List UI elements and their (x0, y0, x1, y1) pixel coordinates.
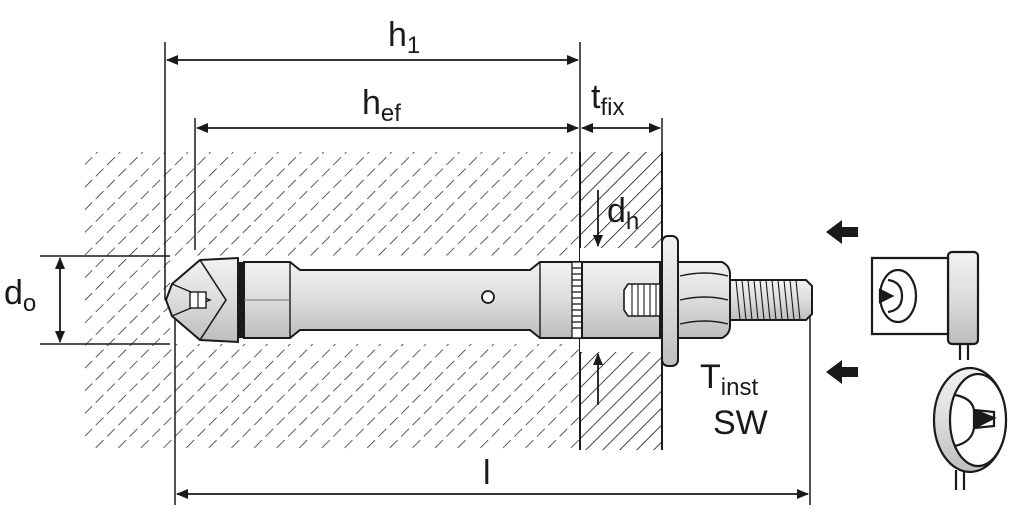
washer (661, 235, 679, 367)
hex-nut (677, 261, 731, 339)
socket-wrench-icon (870, 250, 980, 360)
dimension-lines (55, 55, 809, 499)
labels: h1 hef tfix dh do Tinst SW l (4, 16, 768, 492)
expansion-sleeve (243, 261, 581, 339)
extension-lines (40, 42, 811, 505)
arrow-left-icon (826, 360, 858, 384)
label-hef: hef (362, 84, 401, 127)
label-tinst: Tinst (700, 358, 758, 401)
label-sw: SW (713, 404, 768, 442)
sleeve-hole (481, 290, 495, 304)
hex-socket-icon (932, 366, 1008, 490)
label-dh: dh (607, 192, 639, 235)
label-l: l (483, 454, 491, 492)
knurl-ring (571, 261, 583, 339)
arrow-left-icon (826, 220, 858, 244)
label-tfix: tfix (591, 78, 624, 121)
label-do: do (4, 274, 36, 317)
label-h1: h1 (388, 16, 420, 59)
anchor-bolt (164, 235, 813, 367)
